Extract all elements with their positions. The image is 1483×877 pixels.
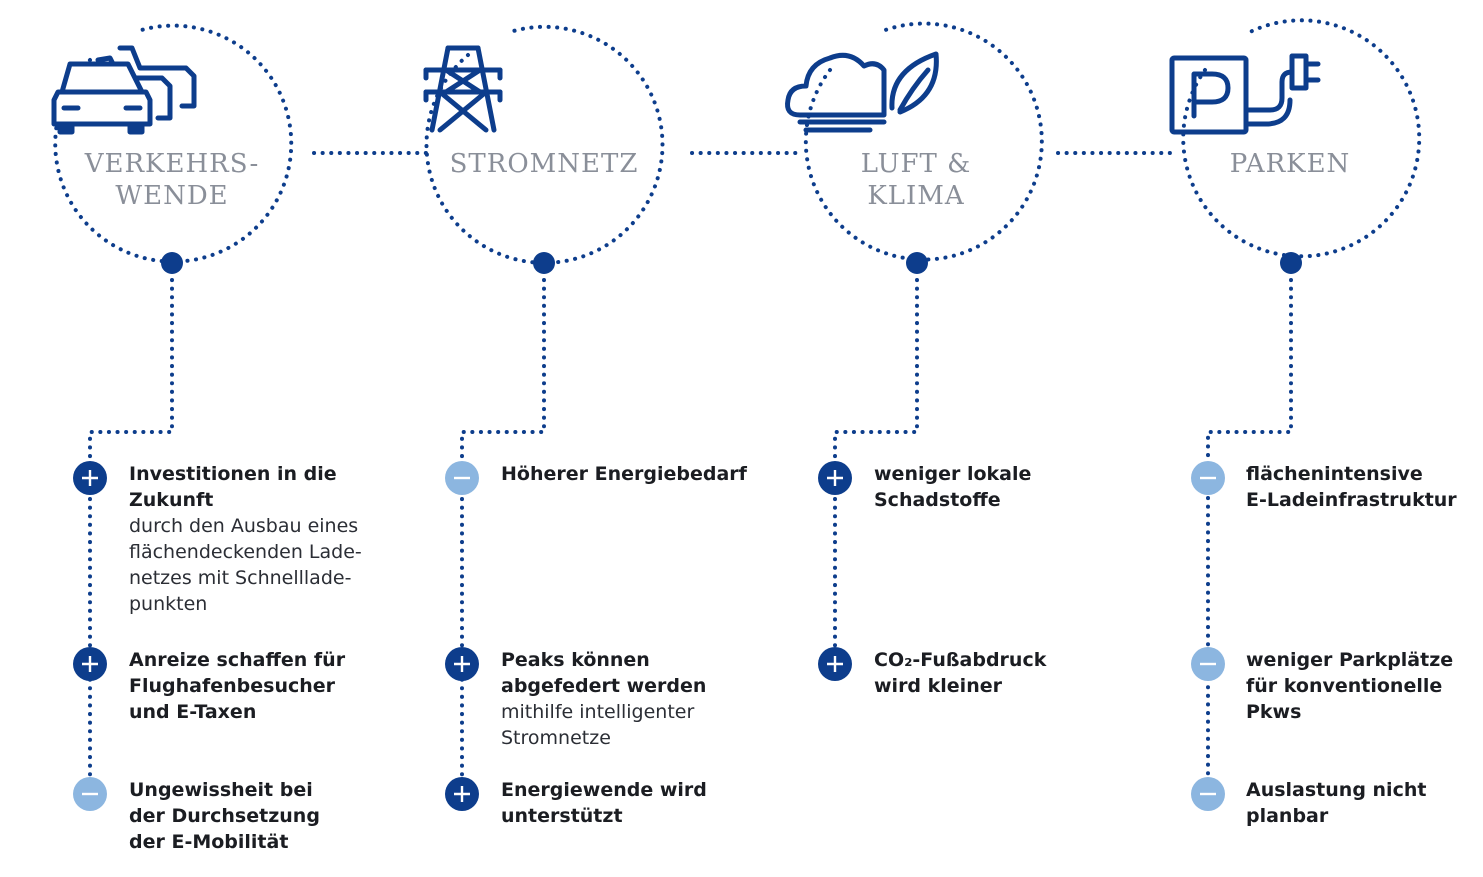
column-title-parken: PARKEN [1229,149,1351,179]
column-title-verkehrswende: VERKEHRS- WENDE [84,149,260,211]
anchor-dot-1 [161,252,183,274]
plus-badge [73,647,107,681]
list-item: Energiewende wird unterstützt [501,777,801,829]
plus-icon [454,786,470,802]
list-item: Anreize schaffen für Flughafenbesucher u… [129,647,429,725]
minus-icon [1200,792,1216,796]
minus-badge [445,461,479,495]
power-pylon-icon [423,45,503,133]
list-item: Auslastung nicht planbar [1246,777,1476,829]
cloud-leaf-icon [785,51,939,133]
item-heading: Ungewissheit bei der Durchsetzung der E-… [129,779,320,853]
minus-icon [454,476,470,480]
parking-plug-icon [1169,53,1321,135]
plus-icon [454,656,470,672]
minus-badge [1191,461,1225,495]
plus-badge [73,461,107,495]
minus-icon [1200,662,1216,666]
plus-badge [818,647,852,681]
plus-badge [445,777,479,811]
circle-outline-1 [53,23,294,264]
stem-2 [460,278,546,797]
item-heading: Anreize schaffen für Flughafenbesucher u… [129,649,346,723]
item-heading: Peaks können abgefedert werden [501,649,707,697]
column-title-luft-klima: LUFT & KLIMA [860,149,972,211]
anchor-dot-2 [533,252,555,274]
list-item: Höherer Energiebedarf [501,461,801,487]
stem-3 [833,278,919,667]
anchor-dot-3 [906,252,928,274]
minus-badge [73,777,107,811]
plus-icon [827,470,843,486]
stem-1 [88,278,174,797]
anchor-dot-4 [1280,252,1302,274]
list-item: weniger Parkplätze für konventionelle Pk… [1246,647,1476,725]
item-heading: Energiewende wird unterstützt [501,779,707,827]
minus-badge [1191,647,1225,681]
column-title-stromnetz: STROMNETZ [449,149,639,179]
item-heading: Auslastung nicht planbar [1246,779,1427,827]
list-item: CO₂-Fußabdruck wird kleiner [874,647,1174,699]
minus-badge [1191,777,1225,811]
circle-outline-2 [424,24,665,265]
plus-icon [82,656,98,672]
item-heading: CO₂-Fußabdruck wird kleiner [874,649,1047,697]
list-item: Investitionen in die Zukunft durch den A… [129,461,429,617]
item-heading: weniger Parkplätze für konventionelle Pk… [1246,649,1454,723]
plus-badge [445,647,479,681]
item-detail: mithilfe intelligenter Stromnetze [501,701,695,749]
cars-icon [51,45,197,135]
plus-icon [827,656,843,672]
item-heading: weniger lokale Schadstoffe [874,463,1032,511]
minus-icon [1200,476,1216,480]
item-heading: Höherer Energiebedarf [501,463,747,485]
plus-badge [818,461,852,495]
item-detail: durch den Ausbau eines flächendeckenden … [129,515,362,615]
item-heading: flächenintensive E-Ladeinfrastruktur [1246,463,1457,511]
list-item: Peaks können abgefedert werden mithilfe … [501,647,801,751]
item-heading: Investitionen in die Zukunft [129,463,337,511]
list-item: Ungewissheit bei der Durchsetzung der E-… [129,777,429,855]
list-item: weniger lokale Schadstoffe [874,461,1174,513]
list-item: flächenintensive E-Ladeinfrastruktur [1246,461,1476,513]
minus-icon [82,792,98,796]
plus-icon [82,470,98,486]
stem-4 [1206,278,1293,797]
